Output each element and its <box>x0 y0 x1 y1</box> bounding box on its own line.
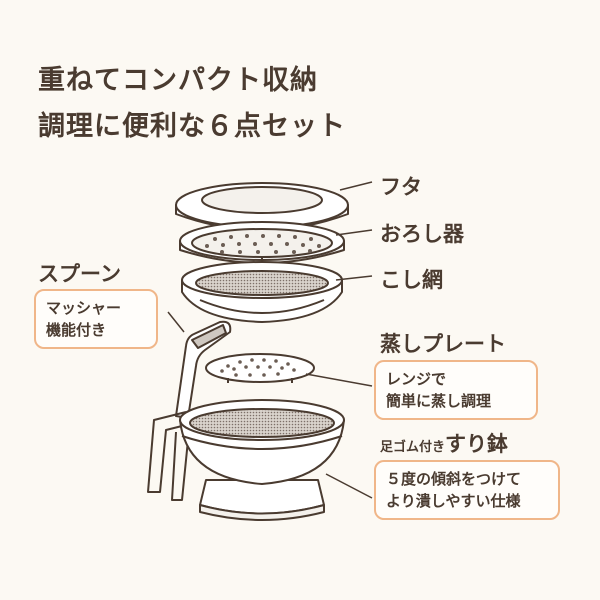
steam-plate-note-line-2: 簡単に蒸し調理 <box>386 392 492 410</box>
bowl-label: 足ゴム付きすり鉢 <box>380 428 508 458</box>
spoon-label: スプーン <box>38 262 121 286</box>
steam-plate-illustration <box>205 353 315 383</box>
spoon-note-line-2: 機能付き <box>46 321 107 339</box>
spoon-note-box: マッシャー 機能付き <box>34 289 158 349</box>
grater-illustration <box>179 221 345 264</box>
bowl-label-main: すり鉢 <box>445 432 509 456</box>
bowl-note-box: ５度の傾斜をつけて より潰しやすい仕様 <box>374 460 560 520</box>
steam-plate-label: 蒸しプレート <box>380 332 506 356</box>
strainer-illustration <box>181 258 343 323</box>
bowl-handle-illustration <box>147 411 189 501</box>
bowl-note-line-2: より潰しやすい仕様 <box>386 492 521 510</box>
lid-illustration <box>175 182 349 231</box>
bowl-label-prefix: 足ゴム付き <box>380 440 446 455</box>
grater-label: おろし器 <box>380 222 464 246</box>
steam-plate-note-box: レンジで 簡単に蒸し調理 <box>374 360 538 420</box>
headline-line-2: 調理に便利な６点セット <box>38 111 346 142</box>
spoon-illustration <box>175 320 232 419</box>
bowl-note-line-1: ５度の傾斜をつけて <box>386 470 522 488</box>
lid-label: フタ <box>380 175 422 199</box>
bowl-illustration <box>179 399 345 521</box>
strainer-label: こし網 <box>380 268 443 292</box>
steam-plate-note-line-1: レンジで <box>386 370 447 388</box>
spoon-note-line-1: マッシャー <box>46 299 122 317</box>
leader-lines <box>167 181 373 499</box>
headline-line-1: 重ねてコンパクト収納 <box>38 65 318 96</box>
